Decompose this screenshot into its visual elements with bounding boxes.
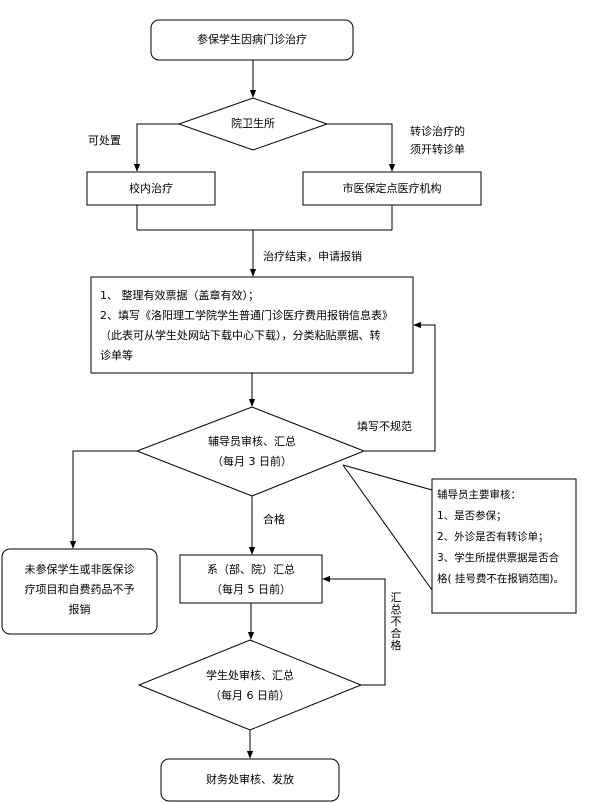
department-summary-node	[179, 554, 323, 604]
finance-node	[160, 758, 340, 802]
department-label-line-1: 系（部、院）汇总	[207, 563, 295, 576]
callout-line-top	[342, 464, 433, 491]
reject-node	[1, 548, 158, 635]
campus-label: 校内治疗	[129, 182, 173, 195]
arrow-nonstandard-loop	[364, 321, 436, 452]
student-office-label: 学生处审核、汇总 （每月 6 日前）	[180, 666, 320, 706]
arrow-hospital-to-campus	[133, 123, 179, 172]
department-label: 系（部、院）汇总 （每月 5 日前）	[180, 560, 322, 600]
counselor-note-text: 辅导员主要审核： 1、是否参保； 2、外诊是否有转诊单； 3、学生所提供票据是否…	[437, 485, 564, 590]
can-handle-label: 可处置	[88, 134, 121, 147]
counselor-note-item-3: 3、学生所提供票据是否合	[437, 552, 560, 564]
student-office-label-line-2: （每月 6 日前）	[210, 689, 290, 702]
counselor-note-box	[431, 478, 577, 614]
arrow-counselor-to-reject	[69, 450, 137, 549]
reject-label-line-3: 报销	[68, 603, 91, 616]
arrow-summary-fail-loop	[322, 575, 386, 686]
documents-node	[90, 276, 414, 374]
end-treatment-label: 治疗结束，申请报销	[263, 250, 362, 263]
summary-fail-char-2: 总	[390, 603, 402, 616]
documents-line-4: 诊单等	[100, 349, 133, 362]
finance-label: 财务处审核、发放	[206, 773, 294, 786]
documents-line-3: （此表可从学生处网站下载中心下载），分类粘贴票据、转	[100, 329, 381, 342]
counselor-note-item-2: 2、外诊是否有转诊单；	[437, 531, 549, 543]
start-node	[150, 19, 354, 61]
referral-label-line-1: 转诊治疗的	[410, 125, 465, 138]
documents-line-1: 1、 整理有效票据（盖章有效）；	[100, 289, 259, 302]
qualified-label: 合格	[263, 513, 285, 526]
nonstandard-label: 填写不规范	[357, 420, 412, 433]
hospital-decision	[177, 97, 329, 151]
student-office-label-line-1: 学生处审核、汇总	[206, 669, 294, 682]
callout-line-bottom	[342, 464, 433, 591]
referral-label: 转诊治疗的 须开转诊单	[410, 123, 465, 159]
summary-fail-char-1: 汇	[390, 591, 402, 604]
documents-line-2: 2、填写《洛阳理工学院学生普通门诊医疗费用报销信息表》	[100, 309, 393, 322]
start-label: 参保学生因病门诊治疗	[197, 33, 307, 46]
arrow-hospital-to-city	[327, 123, 396, 172]
summary-fail-char-5: 格	[390, 639, 402, 652]
reject-label: 未参保学生或非医保诊 疗项目和自费药品不予 报销	[2, 560, 157, 620]
reject-label-line-2: 疗项目和自费药品不予	[24, 583, 135, 596]
reject-label-line-1: 未参保学生或非医保诊	[24, 563, 135, 576]
city-hospital-node	[302, 171, 482, 206]
counselor-note-title: 辅导员主要审核：	[437, 489, 521, 501]
counselor-label-line-2: （每月 3 日前）	[212, 455, 292, 468]
city-label: 市医保定点医疗机构	[342, 182, 442, 195]
documents-text: 1、 整理有效票据（盖章有效）； 2、填写《洛阳理工学院学生普通门诊医疗费用报销…	[100, 286, 393, 366]
hospital-label: 院卫生所	[231, 117, 275, 130]
counselor-note-item-4: 格( 挂号费不在报销范围)。	[437, 573, 565, 585]
campus-treatment-node	[86, 171, 216, 206]
summary-fail-char-4: 合	[390, 627, 402, 640]
summary-fail-char-3: 不	[390, 615, 402, 628]
department-label-line-2: （每月 5 日前）	[211, 583, 291, 596]
counselor-note-item-1: 1、是否参保；	[437, 510, 507, 522]
counselor-label-line-1: 辅导员审核、汇总	[208, 435, 296, 448]
summary-fail-label: 汇 总 不 合 格	[389, 592, 403, 652]
counselor-label: 辅导员审核、汇总 （每月 3 日前）	[182, 432, 322, 472]
referral-label-line-2: 须开转诊单	[410, 143, 465, 156]
